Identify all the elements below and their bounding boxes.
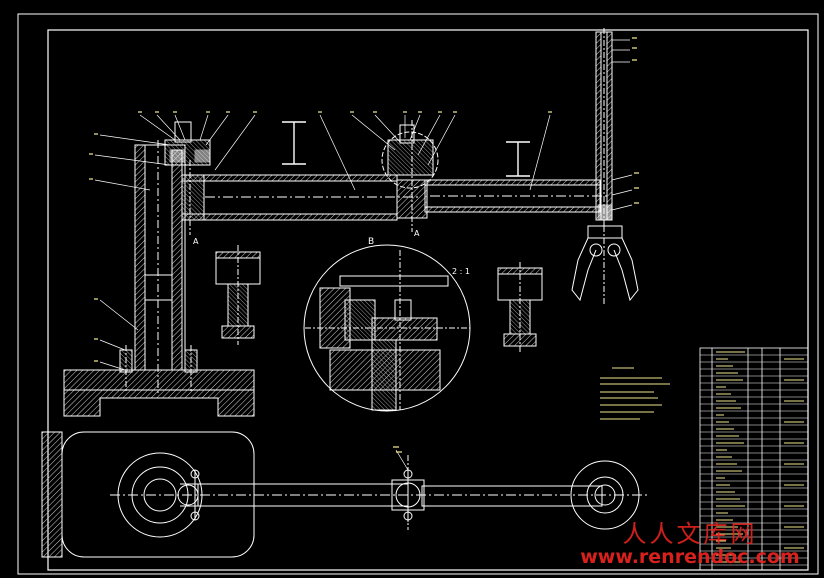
item-number-marks (89, 37, 639, 362)
ibeam-section-2 (506, 141, 530, 177)
inner-border (47, 29, 809, 571)
top-view (41, 431, 650, 558)
technical-notes (600, 367, 670, 420)
section-a-marker-1: A (193, 237, 199, 246)
parts-list-table (699, 347, 809, 571)
detail-b-view (303, 244, 471, 412)
watermark-url: www.renrendoc.com (580, 546, 800, 568)
parts-list-text-marks (716, 351, 804, 563)
base-plate (63, 369, 255, 391)
watermark-chinese: 人人文库网 (622, 520, 758, 548)
top-arm-2 (421, 485, 603, 507)
parts-list-rows (700, 354, 808, 566)
top-view-label-mark (393, 446, 402, 453)
front-view (63, 28, 639, 417)
section-a-right (497, 262, 543, 352)
detail-b-marker: B (368, 237, 374, 247)
section-a-left (215, 245, 261, 345)
leader-lines (94, 39, 633, 371)
ibeam-section-1 (282, 121, 306, 165)
section-a-marker-2: A (414, 229, 420, 238)
gripper (571, 225, 639, 305)
base-foot (63, 389, 255, 417)
detail-ratio: 2 : 1 (452, 267, 470, 276)
outer-border (17, 13, 819, 575)
